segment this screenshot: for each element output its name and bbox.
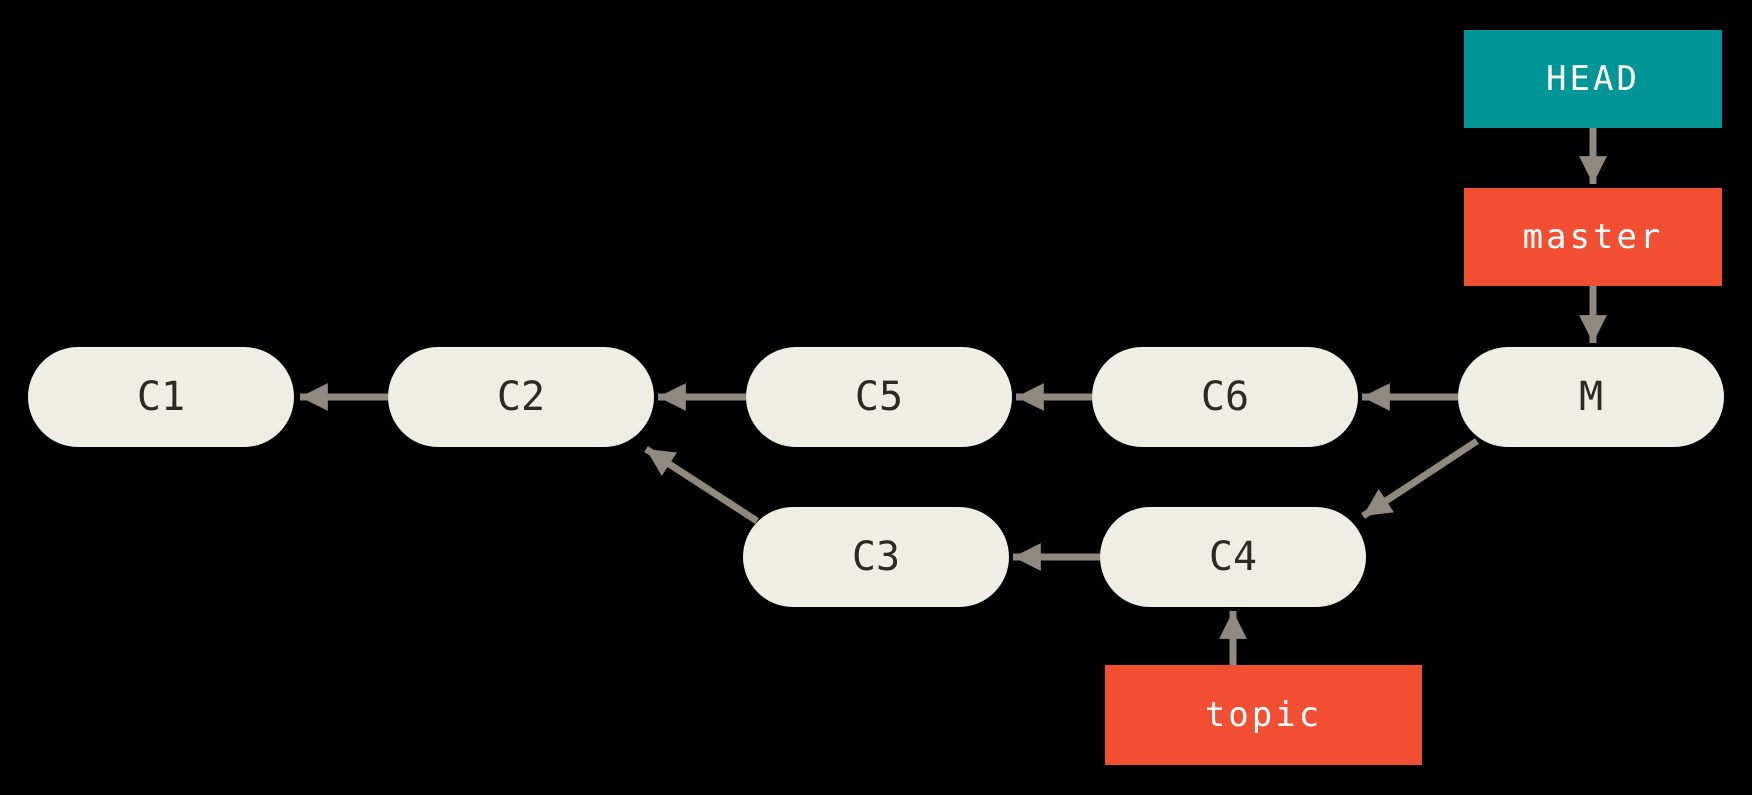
commit-node-c3: C3 [743, 507, 1009, 607]
commit-node-c2: C2 [388, 347, 654, 447]
edge-m-to-c4 [1361, 438, 1479, 519]
commit-node-m: M [1458, 347, 1724, 447]
commit-label-c1: C1 [136, 374, 186, 420]
master-branch-label: master [1522, 217, 1664, 257]
topic-branch-box: topic [1105, 665, 1422, 765]
commit-node-c6: C6 [1092, 347, 1358, 447]
commit-label-m: M [1578, 374, 1604, 420]
commit-label-c6: C6 [1200, 374, 1250, 420]
commit-label-c3: C3 [851, 534, 901, 580]
head-ref-box: HEAD [1464, 30, 1722, 128]
commit-node-c1: C1 [28, 347, 294, 447]
commit-label-c5: C5 [854, 374, 904, 420]
master-branch-box: master [1464, 188, 1722, 286]
edge-c3-to-c2 [644, 446, 759, 524]
commit-node-c5: C5 [746, 347, 1012, 447]
commit-label-c4: C4 [1208, 534, 1258, 580]
topic-branch-label: topic [1204, 695, 1323, 735]
head-ref-label: HEAD [1546, 59, 1640, 99]
commit-node-c4: C4 [1100, 507, 1366, 607]
commit-label-c2: C2 [496, 374, 546, 420]
